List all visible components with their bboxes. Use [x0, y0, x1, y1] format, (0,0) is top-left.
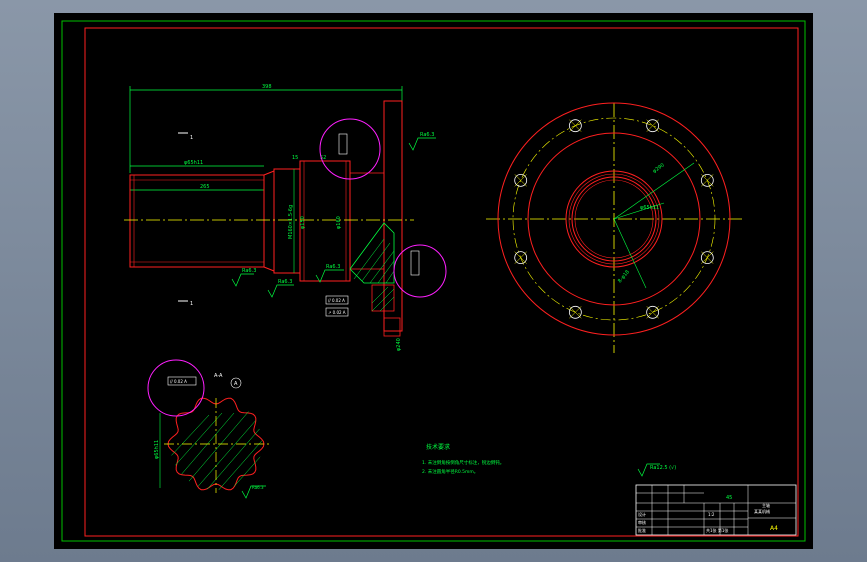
dim-bore: φ65h11	[184, 160, 203, 166]
bolt-hole	[514, 173, 528, 187]
roughness-2: Ra6.3	[242, 268, 256, 274]
bolt-hole	[568, 119, 582, 133]
tb-designer: 设计	[638, 511, 646, 517]
tb-material: 45	[726, 495, 732, 501]
dim-pcd: φ290	[652, 162, 666, 174]
drawing-canvas: 398 φ65h11 265	[61, 20, 806, 542]
dim-overall: 398	[262, 84, 272, 90]
roughness-5: Ra6.3	[252, 485, 264, 490]
roughness-1: Ra6.3	[420, 132, 434, 138]
dim-pcd-side: φ240	[396, 338, 402, 351]
bolt-hole	[568, 305, 582, 319]
dim-holes: 8-φ18	[617, 269, 631, 284]
tol-frame-2: ↗ 0.02 A	[328, 310, 346, 315]
datum-a: A	[234, 381, 238, 387]
tb-number: A4	[770, 525, 778, 532]
tb-scale: 1:2	[708, 512, 715, 517]
rough-note: Ra12.5 (√)	[650, 465, 676, 471]
marker-circle-1	[319, 118, 381, 180]
bolt-hole	[646, 119, 660, 133]
outer-frame	[61, 20, 806, 542]
bolt-hole	[514, 251, 528, 265]
tech-requirements: 技术要求 1. 未注倒角按倒角尺寸标注，锐边倒钝。 2. 未注圆角半径R0.5m…	[422, 443, 504, 475]
title-block[interactable]: 45 主轴 某某机械 A4 1:2 设计 审核 批准 共1张 第1张	[635, 484, 797, 536]
dim-hub-len: 52	[320, 155, 326, 161]
dim-dia-1: φ150	[300, 216, 306, 229]
section-mark-top: 1	[190, 135, 193, 141]
cad-viewport[interactable]: 398 φ65h11 265	[54, 13, 813, 549]
section-title: A-A	[214, 373, 223, 379]
bolt-hole	[646, 305, 660, 319]
roughness-4: Ra6.3	[326, 264, 340, 270]
tb-approver: 批准	[638, 527, 646, 533]
tech-note-2: 2. 未注圆角半径R0.5mm。	[422, 468, 478, 475]
tech-title: 技术要求	[426, 443, 450, 451]
tech-note-1: 1. 未注倒角按倒角尺寸标注，锐边倒钝。	[422, 459, 504, 466]
dim-dia-2: φ160	[336, 216, 342, 229]
tb-checker: 审核	[638, 519, 646, 525]
shaft-front-view: 398 φ65h11 265	[124, 84, 447, 351]
dim-face-width: 15	[292, 155, 298, 161]
bolt-hole	[700, 173, 714, 187]
marker-circle-3	[147, 359, 205, 417]
dim-thread: M160×1.5-6g	[288, 205, 294, 239]
section-mark-bottom: 1	[190, 301, 193, 307]
dim-bore-end: φ65h11	[640, 205, 659, 211]
tol-frame-1: // 0.02 A	[328, 298, 345, 303]
roughness-3: Ra6.3	[278, 279, 292, 285]
tb-name: 主轴	[762, 502, 770, 508]
tb-company: 某某机械	[754, 508, 770, 514]
tb-sheet: 共1张 第1张	[706, 527, 728, 533]
tol-frame-3: // 0.02 A	[170, 379, 187, 384]
flange-end-view: φ290 φ65h11 8-φ18	[486, 102, 744, 353]
inner-frame	[84, 27, 799, 537]
section-a-a: A-A A φ65h11 // 0.02 A Ra6.3	[147, 359, 269, 499]
bolt-hole	[700, 251, 714, 265]
marker-circle-2	[393, 244, 447, 298]
dim-bore-length: 265	[200, 184, 210, 190]
dim-spline: φ65h11	[154, 440, 160, 459]
